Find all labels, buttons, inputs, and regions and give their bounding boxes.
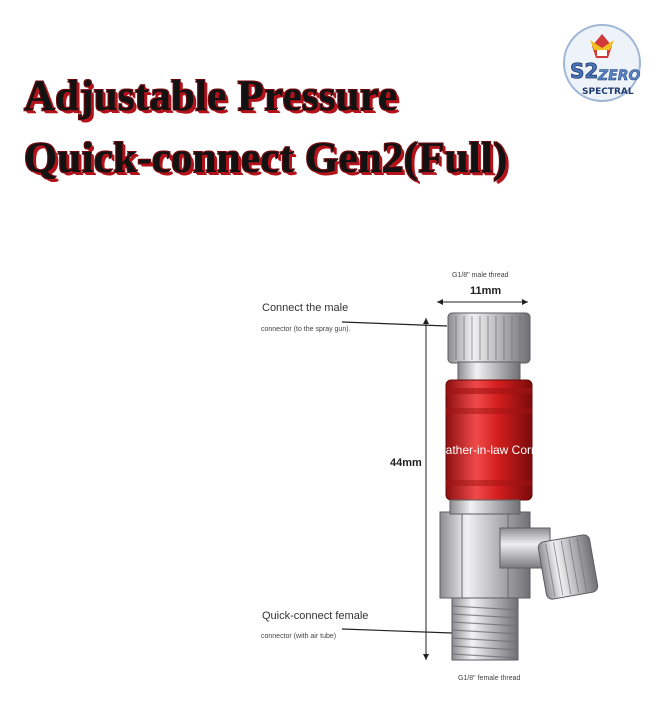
bottom-thread [451, 597, 519, 661]
height-dimension [423, 318, 429, 660]
pressure-adjust-knob [499, 527, 599, 600]
top-knurled-nut [447, 312, 531, 364]
watermark-text: Father-in-law Corn [438, 443, 537, 457]
title-line-2: Quick-connect Gen2(Full) [24, 135, 508, 182]
width-label: 11mm [470, 285, 502, 297]
bottom-thread-label: G1/8" female thread [458, 675, 521, 682]
robot-head-icon [590, 34, 614, 58]
connect-male-label: Connect the male [262, 302, 349, 314]
quick-connect-sub: connector (with air tube) [261, 633, 337, 640]
title-line-1: Adjustable Pressure [24, 73, 398, 120]
connect-male-sub: connector (to the spray gun). [261, 326, 351, 333]
red-sleeve [445, 379, 533, 501]
brand-logo: S2 ZERO SPECTRAL [563, 24, 641, 102]
svg-text:S2: S2 [570, 59, 598, 83]
width-dimension [437, 299, 528, 305]
connect-male-leader [341, 321, 448, 327]
top-thread-label: G1/8" male thread [452, 272, 509, 279]
quick-connect-leader [341, 628, 453, 634]
quick-connect-label: Quick-connect female [262, 610, 369, 622]
svg-text:ZERO: ZERO [597, 68, 640, 84]
neck [457, 361, 521, 381]
svg-text:SPECTRAL: SPECTRAL [582, 87, 634, 97]
height-label: 44mm [390, 457, 422, 469]
